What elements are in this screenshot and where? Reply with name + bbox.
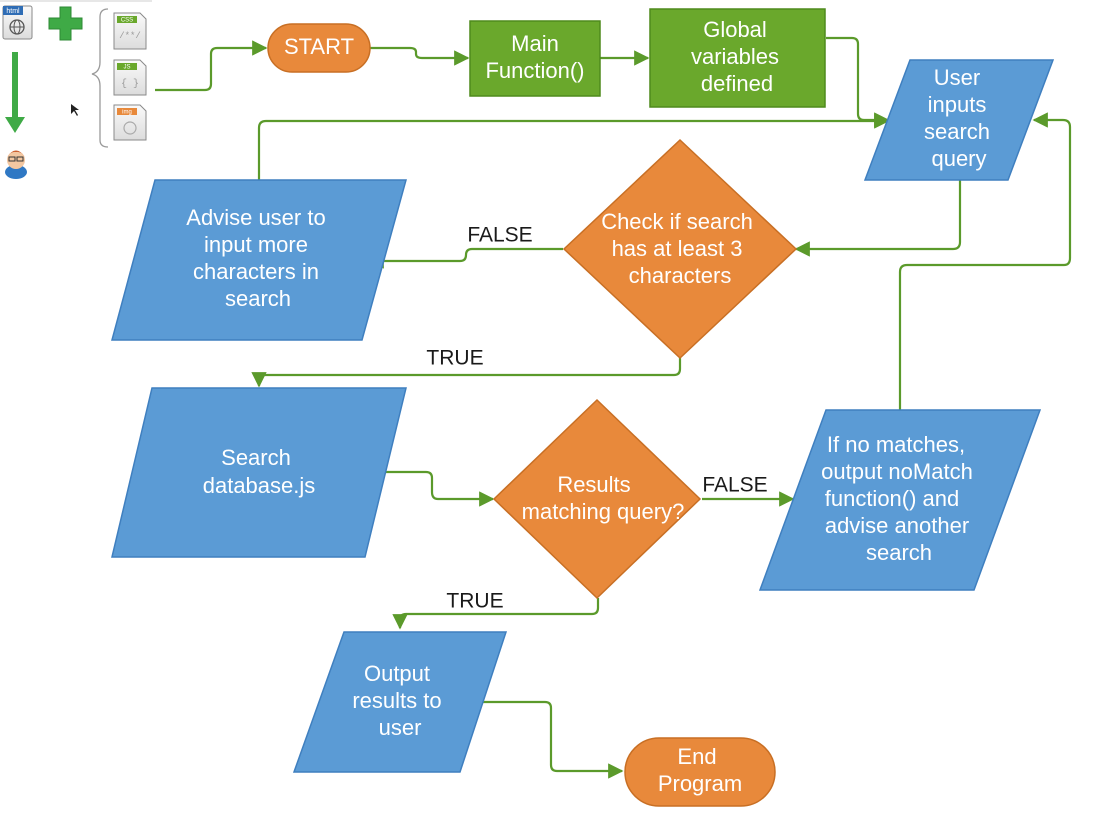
node-text: Output bbox=[364, 661, 430, 686]
main-function-shape bbox=[469, 20, 601, 97]
node-main-function[interactable]: Main Function() bbox=[469, 20, 601, 97]
stencil-bracket bbox=[91, 8, 109, 148]
node-global-vars[interactable]: Global variables defined bbox=[649, 8, 826, 108]
node-text: User bbox=[934, 65, 980, 90]
node-text: characters in bbox=[193, 259, 319, 284]
html-file-icon[interactable]: html bbox=[2, 5, 33, 40]
node-text: Function() bbox=[485, 58, 584, 83]
node-text: query bbox=[931, 146, 986, 171]
css-tile-label: CSS bbox=[121, 18, 133, 24]
edge-output-to-end bbox=[480, 700, 624, 779]
edge-labels: FALSE TRUE FALSE TRUE bbox=[426, 224, 767, 613]
edge-advise-to-input bbox=[257, 113, 890, 180]
svg-text:{ }: { } bbox=[121, 78, 139, 90]
edge-start-to-main bbox=[370, 46, 470, 66]
node-end[interactable]: End Program bbox=[624, 737, 776, 807]
image-tile-label: img bbox=[122, 110, 132, 116]
stencil-toolbar: html CSS /**/ JS bbox=[0, 0, 152, 180]
node-text: Advise user to bbox=[186, 205, 325, 230]
node-text: Main bbox=[511, 31, 559, 56]
node-text: defined bbox=[701, 71, 773, 96]
edge-global-to-input bbox=[826, 36, 890, 128]
node-advise-user[interactable]: Advise user to input more characters in … bbox=[111, 179, 407, 341]
node-text: input more bbox=[204, 232, 308, 257]
css-file-icon[interactable]: CSS /**/ bbox=[113, 12, 147, 50]
edge-results-true-to-output bbox=[392, 598, 600, 630]
js-tile-label: JS bbox=[123, 65, 130, 71]
end-shape bbox=[624, 737, 776, 807]
node-output-results[interactable]: Output results to user bbox=[292, 631, 508, 773]
node-text: End bbox=[677, 744, 716, 769]
image-file-icon[interactable]: img bbox=[113, 104, 147, 141]
node-text: Search bbox=[221, 445, 291, 470]
node-text: search bbox=[924, 119, 990, 144]
advise-user-shape bbox=[111, 179, 407, 341]
edge-search-to-results bbox=[370, 470, 495, 507]
down-arrow-icon[interactable] bbox=[5, 52, 25, 133]
edge-label-results-true: TRUE bbox=[446, 590, 503, 613]
node-user-input[interactable]: User inputs search query bbox=[863, 59, 1055, 181]
node-text: Results bbox=[557, 472, 630, 497]
svg-text:/**/: /**/ bbox=[119, 31, 141, 41]
add-plus-icon[interactable] bbox=[48, 6, 83, 41]
node-results-match[interactable]: Results matching query? bbox=[492, 398, 702, 600]
node-text: inputs bbox=[928, 92, 987, 117]
node-text: function() and bbox=[825, 486, 960, 511]
node-no-match[interactable]: If no matches, output noMatch function()… bbox=[758, 409, 1042, 591]
html-tile-label: html bbox=[6, 8, 20, 15]
edge-label-results-false: FALSE bbox=[702, 474, 767, 497]
search-db-shape bbox=[111, 387, 407, 558]
edge-check-false-to-advise bbox=[368, 247, 563, 269]
edge-label-check-false: FALSE bbox=[467, 224, 532, 247]
user-input-shape bbox=[863, 59, 1055, 181]
check-search-shape bbox=[562, 138, 798, 360]
connectors bbox=[155, 36, 1072, 779]
node-text: user bbox=[379, 715, 422, 740]
no-match-shape bbox=[758, 409, 1042, 591]
node-text: advise another bbox=[825, 513, 969, 538]
output-results-shape bbox=[292, 631, 508, 773]
node-text: search bbox=[866, 540, 932, 565]
mouse-cursor-icon bbox=[71, 104, 79, 116]
node-text: matching query? bbox=[522, 499, 685, 524]
start-shape bbox=[267, 23, 371, 73]
node-search-db[interactable]: Search database.js bbox=[111, 387, 407, 558]
node-check-search[interactable]: Check if search has at least 3 character… bbox=[562, 138, 798, 360]
node-text: variables bbox=[691, 44, 779, 69]
edge-input-to-check bbox=[794, 180, 962, 257]
node-text: database.js bbox=[203, 473, 316, 498]
edge-nomatch-to-input bbox=[898, 112, 1072, 410]
node-text: search bbox=[225, 286, 291, 311]
edge-label-check-true: TRUE bbox=[426, 347, 483, 370]
js-file-icon[interactable]: JS { } bbox=[113, 59, 147, 96]
node-text: results to bbox=[352, 688, 441, 713]
node-text: Program bbox=[658, 771, 742, 796]
node-text: output noMatch bbox=[821, 459, 973, 484]
edge-stencil-to-start bbox=[155, 40, 268, 92]
results-match-shape bbox=[492, 398, 702, 600]
node-text: Global bbox=[703, 17, 767, 42]
node-text: START bbox=[284, 34, 354, 59]
node-text: has at least 3 bbox=[612, 236, 743, 261]
edge-check-true-to-search bbox=[251, 358, 682, 388]
node-text: characters bbox=[629, 263, 732, 288]
node-start[interactable]: START bbox=[267, 23, 371, 73]
global-vars-shape bbox=[649, 8, 826, 108]
node-text: If no matches, bbox=[827, 432, 965, 457]
user-avatar-icon[interactable] bbox=[5, 150, 27, 180]
node-text: Check if search bbox=[601, 209, 753, 234]
